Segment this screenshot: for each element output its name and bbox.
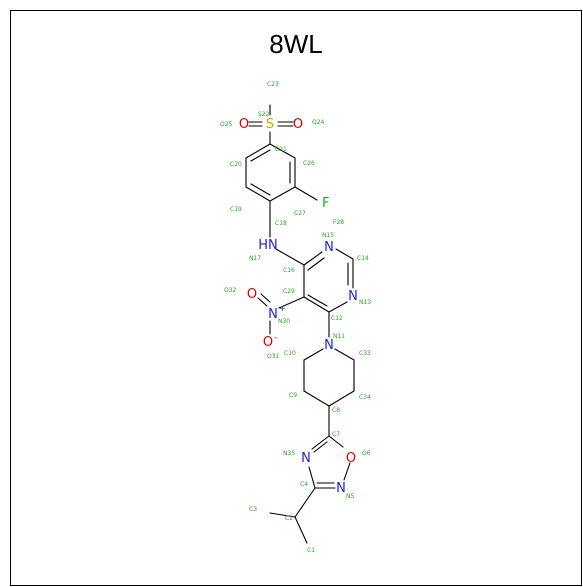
atom-n11: N — [324, 338, 334, 353]
atom-n30: N — [268, 307, 278, 322]
label-o25: O25 — [220, 121, 233, 128]
charge-n30: + — [279, 304, 286, 313]
bond-n11-c10 — [303, 348, 324, 361]
label-c27: C27 — [294, 210, 306, 217]
bond-c12-c29-inner — [307, 294, 328, 307]
bond-c7-n35 — [311, 435, 330, 450]
bond-c7-o6 — [328, 435, 344, 448]
bond-n30-o32-a — [260, 293, 271, 303]
bond-n11-c33 — [334, 348, 355, 361]
label-c16: C16 — [283, 267, 295, 274]
structure-diagram: S O O F HN N N N + O O - N N O N C23 S22… — [220, 81, 371, 554]
label-n13: N13 — [359, 299, 371, 306]
atom-n13: N — [348, 289, 358, 304]
label-c2: C2 — [285, 515, 293, 522]
label-f28: F28 — [333, 219, 344, 226]
bond-c9-c8 — [303, 390, 330, 407]
bond-c34-c8 — [328, 390, 355, 407]
bond-c20-c21-inner — [250, 149, 271, 162]
bond-n17-c16 — [275, 248, 305, 266]
atom-n35: N — [301, 451, 311, 466]
bond-c29-n30 — [278, 296, 305, 309]
charge-o31: - — [274, 333, 277, 343]
label-c20: C20 — [230, 161, 242, 168]
label-o32: O32 — [224, 287, 237, 294]
bond-c18-c19 — [245, 186, 271, 202]
bonds — [245, 104, 355, 544]
label-c29: C29 — [283, 288, 295, 295]
label-n35: N35 — [283, 450, 295, 457]
label-c18: C18 — [275, 220, 287, 227]
atom-s22: S — [266, 117, 274, 132]
atom-o25: O — [239, 117, 249, 132]
bond-n30-o32-b — [257, 297, 268, 307]
bond-o6-n5 — [343, 462, 351, 481]
atom-o32: O — [247, 287, 257, 302]
label-n15: N15 — [322, 232, 334, 239]
bond-c27-c18 — [269, 186, 296, 202]
label-n5: N5 — [346, 493, 354, 500]
label-c1: C1 — [307, 547, 315, 554]
label-c4: C4 — [300, 481, 308, 488]
atom-o31: O — [263, 335, 273, 350]
label-c7: C7 — [332, 431, 340, 438]
label-n17: N17 — [249, 255, 261, 262]
molecule-title: 8WL — [269, 29, 323, 59]
bond-c21-c26 — [269, 143, 296, 159]
atom-n15: N — [324, 240, 334, 255]
label-s22: S22 — [258, 111, 270, 118]
bond-c7-n35-inner — [313, 441, 328, 453]
label-n30: N30 — [278, 318, 290, 325]
bond-c16-n15 — [303, 251, 323, 266]
atom-n17: HN — [258, 238, 278, 253]
label-c19: C19 — [230, 206, 242, 213]
label-c10: C10 — [284, 350, 296, 357]
label-c9: C9 — [289, 392, 297, 399]
bond-c16-n15-inner — [307, 257, 325, 271]
label-o6: O6 — [362, 450, 371, 457]
atoms: S O O F HN N N N + O O - N N O N — [239, 117, 358, 496]
label-c3: C3 — [249, 506, 257, 513]
label-c8: C8 — [332, 407, 340, 414]
label-n11: N11 — [333, 333, 345, 340]
atom-o6: O — [346, 451, 356, 466]
bond-c2-c1 — [294, 516, 308, 544]
label-c23: C23 — [267, 81, 279, 88]
atom-n5: N — [336, 481, 346, 496]
molecule-panel: 8WL — [10, 10, 582, 586]
label-c14: C14 — [357, 255, 369, 262]
bond-c4-n35 — [308, 466, 316, 489]
bond-n15-c14 — [335, 248, 354, 260]
label-c26: C26 — [303, 160, 315, 167]
label-c33: C33 — [359, 350, 371, 357]
label-o24: O24 — [312, 119, 325, 126]
bond-c27-f28 — [294, 186, 318, 201]
bond-c4-c2 — [294, 487, 316, 518]
label-c34: C34 — [359, 394, 371, 401]
bond-c18-c19-inner — [250, 183, 271, 196]
bond-c20-c21 — [245, 143, 271, 159]
bond-c12-c29 — [303, 296, 330, 313]
label-o31: O31 — [267, 353, 280, 360]
bond-n13-c12 — [328, 301, 348, 313]
bond-c2-c3 — [269, 512, 296, 518]
atom-o24: O — [293, 117, 303, 132]
label-c21: C21 — [275, 146, 287, 153]
label-c12: C12 — [331, 315, 343, 322]
atom-labels: C23 S22 O25 O24 C21 C20 C26 C19 C27 C18 … — [220, 81, 371, 554]
atom-f28: F — [322, 196, 329, 211]
